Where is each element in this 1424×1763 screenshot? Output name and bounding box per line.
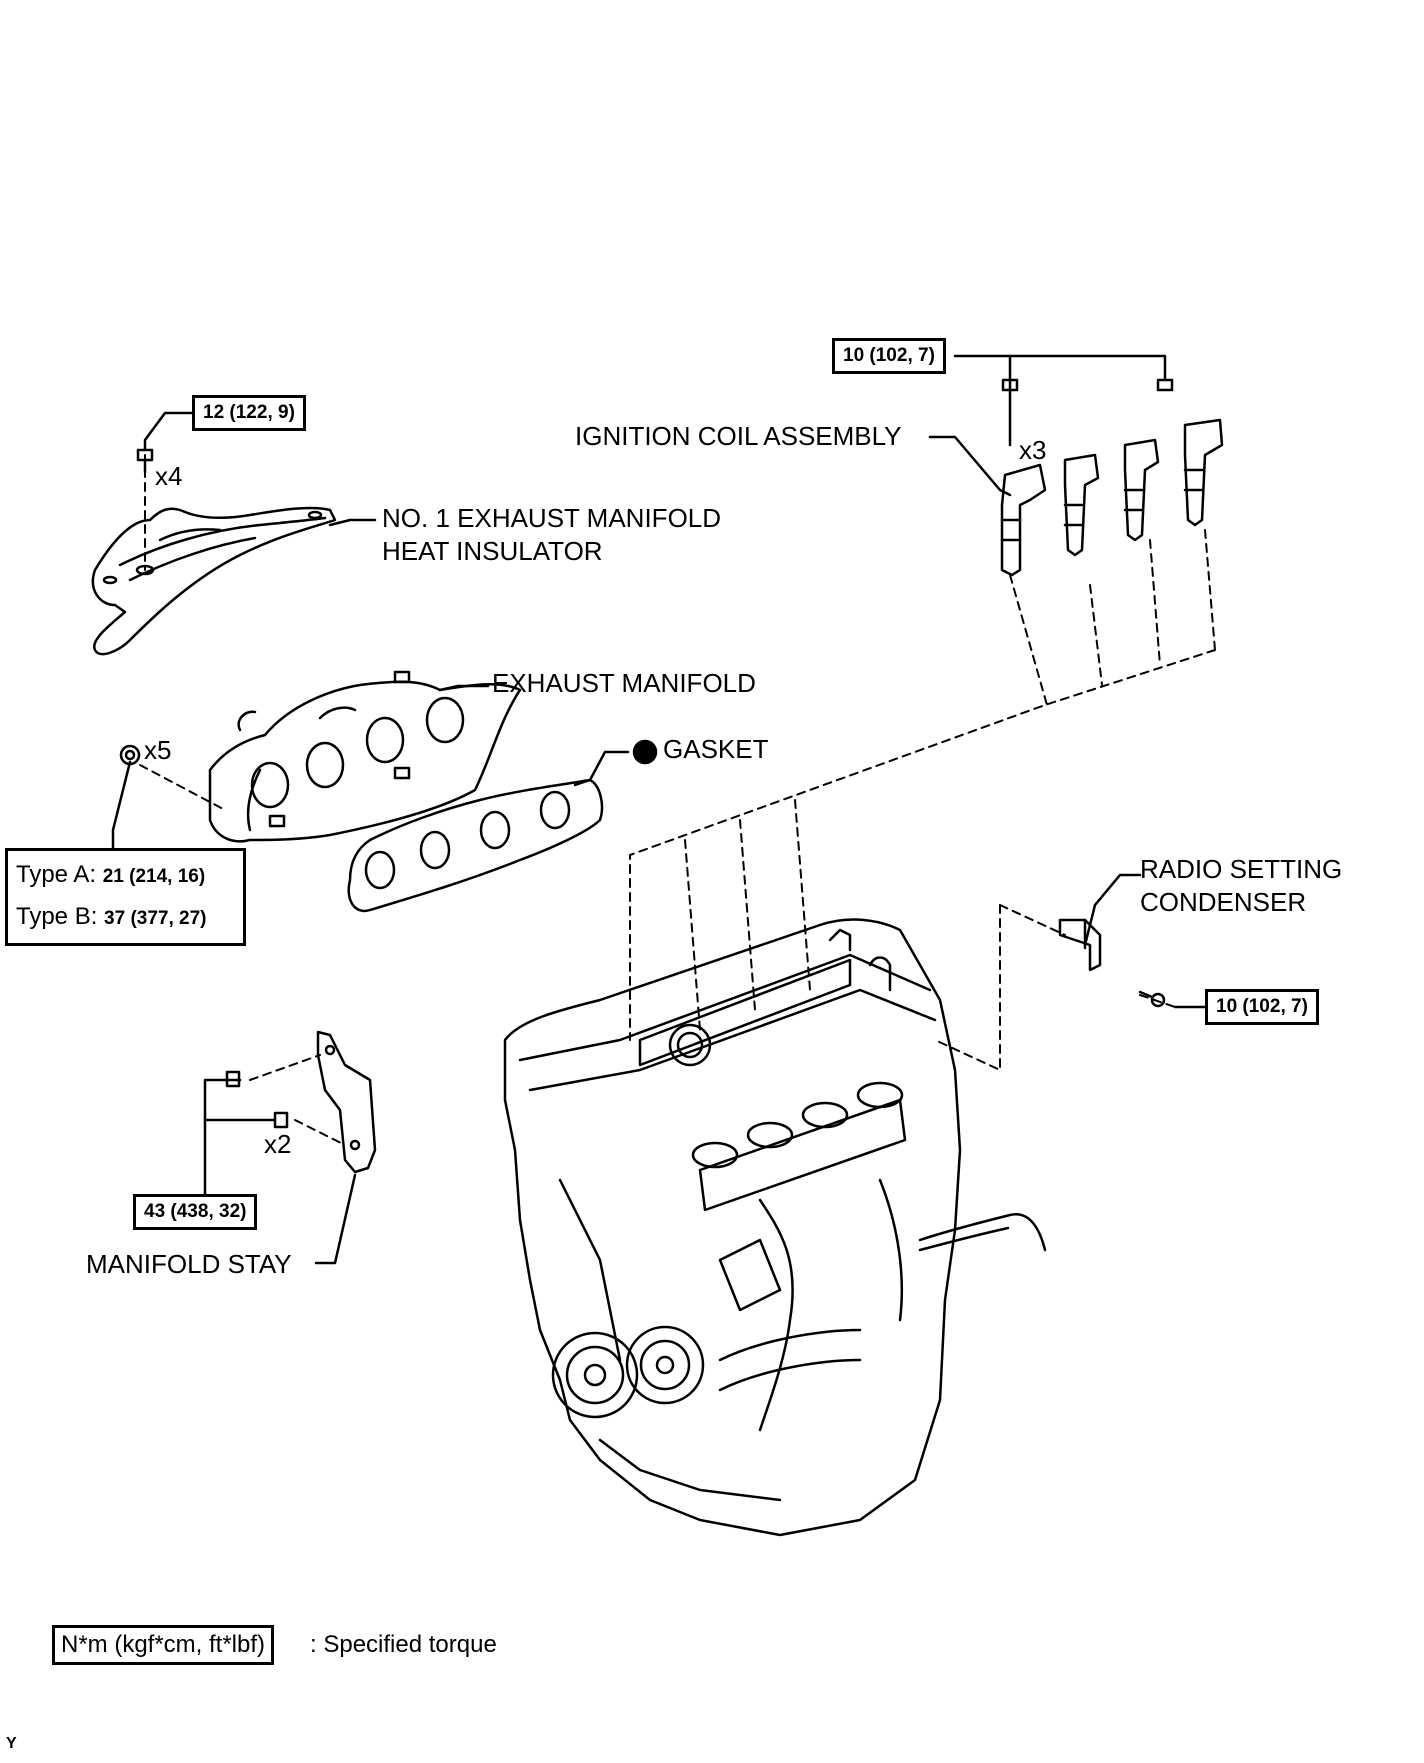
type-b-row: Type B: 37 (377, 27) — [16, 897, 235, 939]
nut-torque-box: Type A: 21 (214, 16) Type B: 37 (377, 27… — [5, 848, 246, 946]
radio-condenser-drawing — [1058, 918, 1166, 1008]
heat-insulator-drawing — [91, 506, 337, 656]
radio-condenser-label-line1: RADIO SETTING — [1140, 854, 1343, 884]
radio-condenser-label-line2: CONDENSER — [1140, 887, 1307, 917]
manifold-stay-drawing — [225, 1030, 377, 1174]
ignition-coil-label: IGNITION COIL ASSEMBLY — [575, 421, 902, 451]
type-a-label: Type A: — [16, 861, 97, 888]
gasket-drawing — [347, 739, 658, 913]
exhaust-manifold-drawing — [208, 670, 522, 843]
engine-block-drawing — [503, 918, 1047, 1537]
type-a-value: 21 (214, 16) — [102, 866, 206, 887]
legend-meaning: : Specified torque — [310, 1631, 497, 1658]
type-a-row: Type A: 21 (214, 16) — [16, 855, 235, 897]
gasket-label: GASKET — [663, 734, 769, 764]
type-b-value: 37 (377, 27) — [104, 908, 207, 929]
ignition-coil-torque: 10 (102, 7) — [832, 338, 946, 374]
stay-bolt-qty: x2 — [264, 1129, 292, 1159]
page-code: Y — [6, 1735, 17, 1752]
dashed-alignment-lines — [139, 454, 1216, 1146]
legend-unit-box: N*m (kgf*cm, ft*lbf) — [52, 1625, 275, 1665]
exhaust-manifold-label: EXHAUST MANIFOLD — [492, 668, 756, 698]
type-b-label: Type B: — [16, 903, 98, 930]
manifold-nut-drawing — [119, 744, 141, 766]
heat-insulator-torque: 12 (122, 9) — [192, 395, 306, 431]
ignition-coil-bolt-qty: x3 — [1019, 435, 1047, 465]
ignition-coils-drawing — [1000, 378, 1224, 577]
condenser-torque: 10 (102, 7) — [1205, 989, 1319, 1025]
heat-insulator-label-line2: HEAT INSULATOR — [382, 536, 603, 566]
manifold-stay-label: MANIFOLD STAY — [86, 1249, 292, 1279]
manifold-stay-torque: 43 (438, 32) — [133, 1194, 258, 1230]
heat-insulator-bolt-drawing — [136, 448, 154, 474]
manifold-nut-qty: x5 — [144, 735, 172, 765]
heat-insulator-bolt-qty: x4 — [155, 461, 183, 491]
heat-insulator-label-line1: NO. 1 EXHAUST MANIFOLD — [382, 503, 722, 533]
